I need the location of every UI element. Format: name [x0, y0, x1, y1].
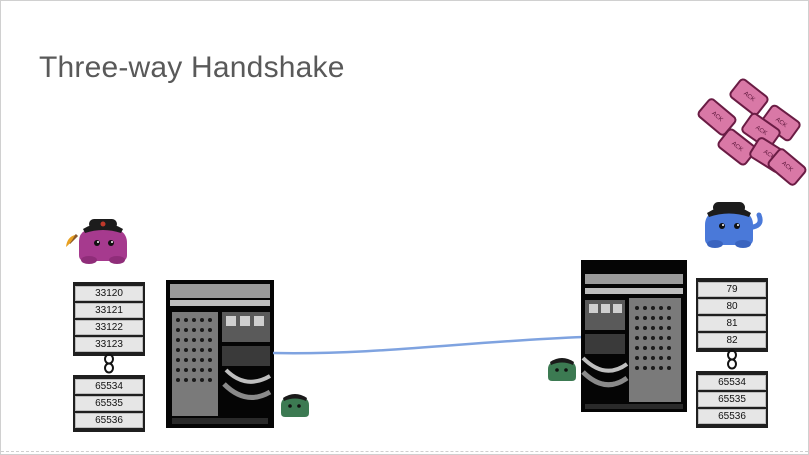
chain-link-icon — [104, 353, 114, 374]
client-port: 65536 — [75, 413, 143, 428]
client-port: 33120 — [75, 286, 143, 301]
server-port: 65534 — [698, 375, 766, 390]
server-machine — [581, 260, 687, 412]
client-port: 33121 — [75, 303, 143, 318]
server-port-list-bottom: 65534 65535 65536 — [696, 371, 768, 428]
ack-pile: ACK ACK ACK ACK ACK ACK ACK — [691, 76, 808, 191]
green-monster-icon — [548, 358, 576, 381]
client-port: 65535 — [75, 396, 143, 411]
client-port-list-top: 33120 33121 33122 33123 — [73, 282, 145, 356]
server-port: 65535 — [698, 392, 766, 407]
client-port-list-bottom: 65534 65535 65536 — [73, 375, 145, 432]
server-port: 82 — [698, 333, 766, 348]
slide-bottom-divider — [1, 451, 808, 452]
server-port: 79 — [698, 282, 766, 297]
green-monster-icon — [281, 394, 309, 417]
chain-link-icon — [727, 349, 737, 370]
server-rack-icon — [581, 260, 687, 412]
server-rack-icon — [166, 280, 274, 428]
server-port: 65536 — [698, 409, 766, 424]
ack-card-icon: ACK — [727, 76, 771, 118]
client-machine — [166, 280, 274, 428]
connection-line — [272, 335, 585, 355]
client-port: 65534 — [75, 379, 143, 394]
client-port: 33122 — [75, 320, 143, 335]
client-port: 33123 — [75, 337, 143, 352]
server-port: 80 — [698, 299, 766, 314]
server-port: 81 — [698, 316, 766, 331]
server-port-list-top: 79 80 81 82 — [696, 278, 768, 352]
slide-title: Three-way Handshake — [39, 51, 345, 84]
blue-monster-icon — [705, 202, 763, 248]
purple-monster-icon — [66, 219, 127, 264]
